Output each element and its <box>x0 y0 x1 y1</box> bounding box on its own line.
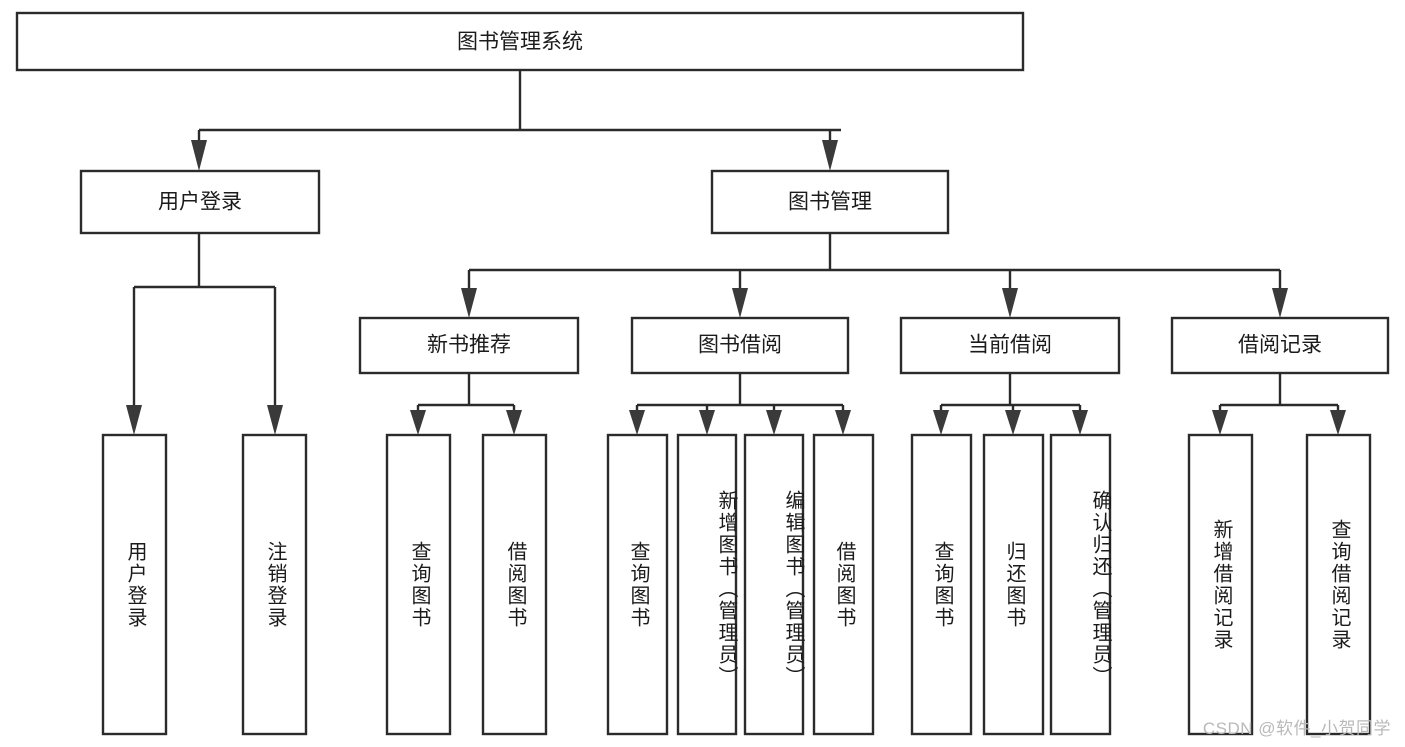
connector-group-user-login <box>126 233 283 435</box>
leaf-query-book-rec-box[interactable] <box>385 433 452 736</box>
node-borrow-record-label: 借阅记录 <box>1238 334 1322 357</box>
leaf-borrow-book-box[interactable] <box>812 433 875 736</box>
node-book-manage-label: 图书管理 <box>788 191 872 214</box>
arrow-to-leaf-add-record-icon <box>1212 410 1228 435</box>
node-user-login[interactable]: 用户登录 <box>79 169 321 235</box>
node-user-login-label: 用户登录 <box>158 191 242 214</box>
node-book-borrow-box <box>630 316 850 375</box>
arrow-to-leaf-confirm-return-icon <box>1072 410 1088 435</box>
arrow-to-leaf-query-record-icon <box>1330 410 1346 435</box>
node-borrow-record-box <box>1170 316 1390 375</box>
node-current-borrow[interactable]: 当前借阅 <box>899 316 1121 375</box>
arrow-to-leaf-add-book-icon <box>699 410 715 435</box>
leaf-query-book-borrow-box[interactable] <box>606 433 669 736</box>
arrow-to-leaf-borrow-book-icon <box>835 410 851 435</box>
arrow-to-leaf-query-book-borrow-icon <box>629 410 645 435</box>
leaf-box-group <box>101 433 1372 736</box>
arrow-to-leaf-borrow-book-rec-icon <box>506 410 522 435</box>
node-new-book-recommend[interactable]: 新书推荐 <box>358 316 580 375</box>
arrow-to-leaf-return-book-icon <box>1005 410 1021 435</box>
node-borrow-record[interactable]: 借阅记录 <box>1170 316 1390 375</box>
arrow-to-leaf-query-book-rec-icon <box>410 410 426 435</box>
leaf-edit-book-box[interactable] <box>743 433 805 736</box>
arrow-root-to-book-manage-icon <box>822 140 838 171</box>
csdn-watermark: CSDN @软件_小贺同学 <box>1202 719 1391 738</box>
connector-group-root <box>191 70 841 171</box>
leaf-return-book-box[interactable] <box>982 433 1045 736</box>
arrow-to-leaf-user-login-icon <box>126 405 142 435</box>
leaf-add-record-box[interactable] <box>1187 433 1254 736</box>
connector-group-book-borrow <box>629 373 851 435</box>
arrow-to-leaf-query-book-current-icon <box>933 410 949 435</box>
arrow-to-new-book-recommend-icon <box>461 288 477 318</box>
leaf-confirm-return-box[interactable] <box>1049 433 1112 736</box>
arrow-to-leaf-edit-book-icon <box>766 410 782 435</box>
connector-group-new-book-recommend <box>410 373 522 435</box>
node-root-label: 图书管理系统 <box>457 31 583 54</box>
leaf-query-book-current-box[interactable] <box>910 433 973 736</box>
arrow-to-book-borrow-icon <box>732 288 748 318</box>
node-book-manage[interactable]: 图书管理 <box>710 169 950 235</box>
node-current-borrow-label: 当前借阅 <box>968 334 1052 357</box>
node-new-book-recommend-label: 新书推荐 <box>427 334 511 357</box>
leaf-borrow-book-rec-box[interactable] <box>481 433 548 736</box>
node-root[interactable]: 图书管理系统 <box>15 11 1025 72</box>
arrow-to-current-borrow-icon <box>1002 288 1018 318</box>
node-new-book-recommend-box <box>358 316 580 375</box>
node-root-box <box>15 11 1025 72</box>
leaf-logout-box[interactable] <box>241 433 308 736</box>
arrow-to-leaf-logout-icon <box>267 405 283 435</box>
arrow-to-borrow-record-icon <box>1272 288 1288 318</box>
connector-group-current-borrow <box>933 373 1088 435</box>
connector-group-book-manage <box>461 233 1288 318</box>
node-book-borrow[interactable]: 图书借阅 <box>630 316 850 375</box>
node-book-borrow-label: 图书借阅 <box>698 334 782 357</box>
node-current-borrow-box <box>899 316 1121 375</box>
leaf-query-record-box[interactable] <box>1305 433 1372 736</box>
leaf-add-book-box[interactable] <box>676 433 738 736</box>
node-user-login-box <box>79 169 321 235</box>
connector-group-borrow-record <box>1212 373 1346 435</box>
node-book-manage-box <box>710 169 950 235</box>
leaf-user-login-box[interactable] <box>101 433 168 736</box>
arrow-root-to-user-login-icon <box>191 140 207 171</box>
